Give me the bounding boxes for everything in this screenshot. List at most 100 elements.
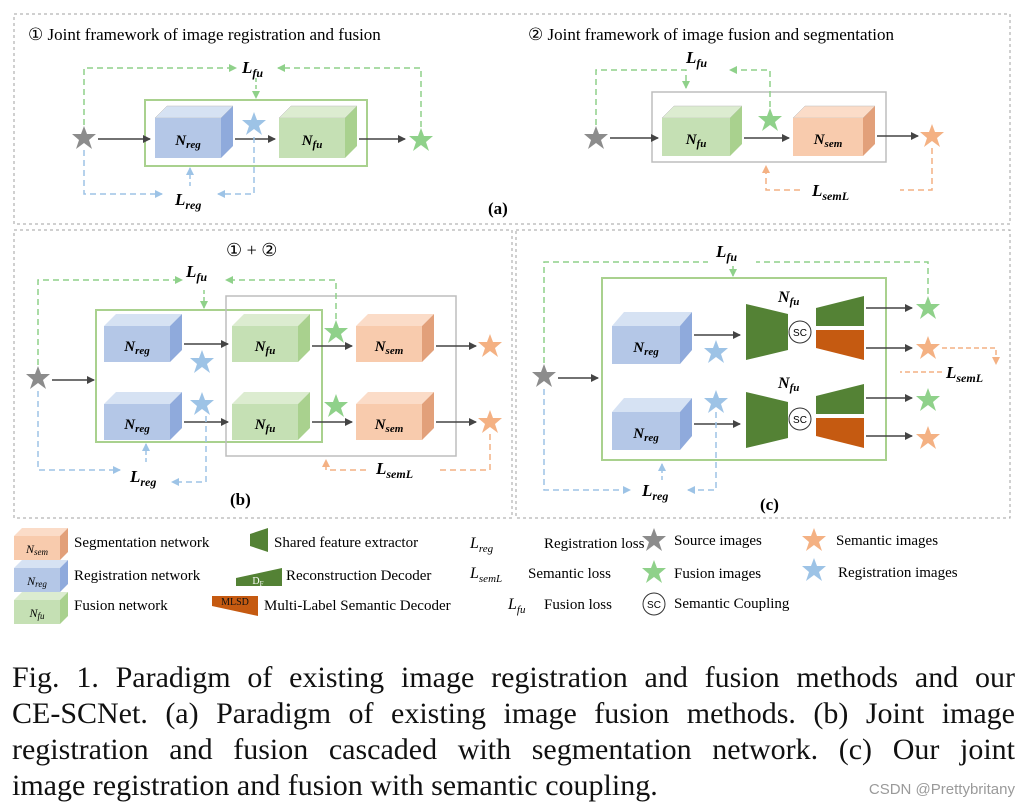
panel-a-frame [13, 13, 1011, 225]
a1-source-star [72, 126, 96, 149]
b-fusion-star-bottom [324, 394, 348, 417]
caption-line-3: registration and fusion cascaded with se… [12, 733, 1015, 766]
b-fusion-seg-frame [225, 295, 457, 457]
legend-segmentation: Nsem Segmentation network [14, 528, 210, 560]
b-registration-network-bottom: Nreg [104, 392, 182, 440]
svg-text:LsemL: LsemL [469, 565, 502, 585]
a2-fusion-star [758, 108, 782, 131]
a2-semantic-star [920, 124, 944, 147]
svg-text:Fusion images: Fusion images [674, 566, 761, 582]
b-fusion-network-bottom: Nfu [232, 392, 310, 440]
c-reconstruction-decoder-top [816, 296, 864, 326]
legend-semantic-coupling: SC Semantic Coupling [642, 592, 790, 616]
panel-c-frame [515, 229, 1011, 519]
c-semantic-decoder-bottom [816, 418, 864, 448]
a1-frame [144, 99, 368, 167]
c-semantic-loss: LsemL [945, 363, 983, 385]
legend-registration: Nreg Registration network [14, 560, 201, 592]
a1-fusion-loss: Lfu [241, 58, 263, 80]
b-fusion-star-top [324, 320, 348, 343]
b-semantic-star-bottom [478, 410, 502, 433]
c-semantic-decoder-top [816, 330, 864, 360]
svg-text:Semantic images: Semantic images [836, 533, 938, 549]
c-frame [601, 277, 887, 461]
svg-text:Lreg: Lreg [469, 535, 494, 555]
legend-reg-loss: Lreg Registration loss [469, 535, 645, 555]
panel-b-label: (b) [230, 490, 251, 509]
a1-fusion-star [409, 128, 433, 151]
a2-fusion-loss: Lfu [685, 48, 707, 70]
legend-semantic-images: Semantic images [802, 528, 938, 551]
b-registration-star-bottom [190, 392, 214, 415]
svg-text:Nreg: Nreg [174, 133, 201, 151]
legend-sem-loss: LsemL Semantic loss [469, 565, 611, 585]
svg-text:Registration network: Registration network [74, 568, 201, 584]
svg-text:Nfu: Nfu [28, 606, 45, 621]
svg-text:Nreg: Nreg [123, 339, 150, 357]
b-registration-network-top: Nreg [104, 314, 182, 362]
legend-shared-extractor: Shared feature extractor [250, 528, 418, 552]
c-sc-symbol-top: SC [793, 328, 807, 339]
svg-text:SC: SC [647, 600, 661, 611]
svg-text:Nsem: Nsem [374, 417, 404, 435]
b-registration-loss: Lreg [129, 467, 156, 489]
legend-fusion-images: Fusion images [642, 560, 761, 583]
caption-line-4: image registration and fusion with seman… [12, 769, 658, 802]
a2-frame [651, 91, 887, 163]
c-registration-star-bottom [704, 390, 728, 413]
legend-reconstruction: DF Reconstruction Decoder [236, 568, 431, 588]
c-shared-extractor-top [746, 304, 788, 360]
c-source-star [532, 364, 556, 387]
panel-a-header-2: ② Joint framework of image fusion and se… [528, 25, 895, 44]
b-semantic-star-top [478, 334, 502, 357]
b-segmentation-network-bottom: Nsem [356, 392, 434, 440]
svg-text:Nfu: Nfu [301, 133, 323, 151]
legend-registration-images: Registration images [802, 558, 958, 581]
b-semantic-loss: LsemL [375, 459, 413, 481]
c-reconstruction-decoder-bottom [816, 384, 864, 414]
panel-b-frame [13, 229, 513, 519]
svg-text:Nreg: Nreg [123, 417, 150, 435]
a2-source-star [584, 126, 608, 149]
svg-text:Nsem: Nsem [813, 132, 843, 150]
svg-text:Semantic Coupling: Semantic Coupling [674, 596, 790, 612]
watermark: CSDN @Prettybritany [868, 781, 1015, 798]
legend-fusion: Nfu Fusion network [14, 592, 168, 624]
c-fusion-star-bottom [916, 388, 940, 411]
svg-text:Registration images: Registration images [838, 565, 958, 581]
caption-line-1: Fig. 1. Paradigm of existing image regis… [12, 661, 1015, 694]
svg-text:Nreg: Nreg [632, 340, 659, 358]
legend-multilabel: MLSD Multi-Label Semantic Decoder [212, 596, 451, 616]
svg-text:Multi-Label Semantic Decoder: Multi-Label Semantic Decoder [264, 598, 451, 614]
a2-semantic-loss: LsemL [811, 181, 849, 203]
legend-fu-loss: Lfu Fusion loss [507, 596, 612, 616]
svg-text:Registration loss: Registration loss [544, 536, 645, 552]
svg-text:Nfu: Nfu [685, 132, 707, 150]
a2-fusion-network: Nfu [661, 105, 743, 156]
svg-text:Shared feature extractor: Shared feature extractor [274, 535, 418, 551]
c-fusion-loss: Lfu [715, 242, 737, 264]
svg-text:Fusion network: Fusion network [74, 598, 168, 614]
caption-line-2: CE-SCNet. (a) Paradigm of existing image… [12, 697, 1015, 730]
svg-text:Nsem: Nsem [25, 542, 49, 557]
b-segmentation-network-top: Nsem [356, 314, 434, 362]
c-registration-network-bottom: Nreg [612, 398, 692, 450]
a2-segmentation-network: Nsem [792, 105, 876, 156]
a1-registration-network: Nreg [154, 105, 234, 158]
figure-caption: Fig. 1. Paradigm of existing image regis… [12, 660, 1015, 804]
svg-text:Nreg: Nreg [632, 426, 659, 444]
b-fusion-loss: Lfu [185, 262, 207, 284]
panel-c-label: (c) [760, 495, 779, 514]
a1-fusion-network: Nfu [278, 105, 358, 158]
c-shared-extractor-bottom [746, 392, 788, 448]
b-reg-fusion-frame [95, 309, 323, 443]
c-semantic-star-bottom [916, 426, 940, 449]
c-registration-loss: Lreg [641, 481, 668, 503]
legend: Nsem Segmentation network Nreg Registrat… [14, 528, 958, 624]
a1-registration-loss: Lreg [174, 190, 201, 212]
panel-a-header-1: ① Joint framework of image registration … [28, 25, 381, 44]
svg-text:Nfu: Nfu [254, 417, 276, 435]
svg-text:Nreg: Nreg [26, 574, 47, 589]
c-sc-symbol-bottom: SC [793, 415, 807, 426]
paradigm-diagram: ① Joint framework of image registration … [13, 13, 1011, 624]
